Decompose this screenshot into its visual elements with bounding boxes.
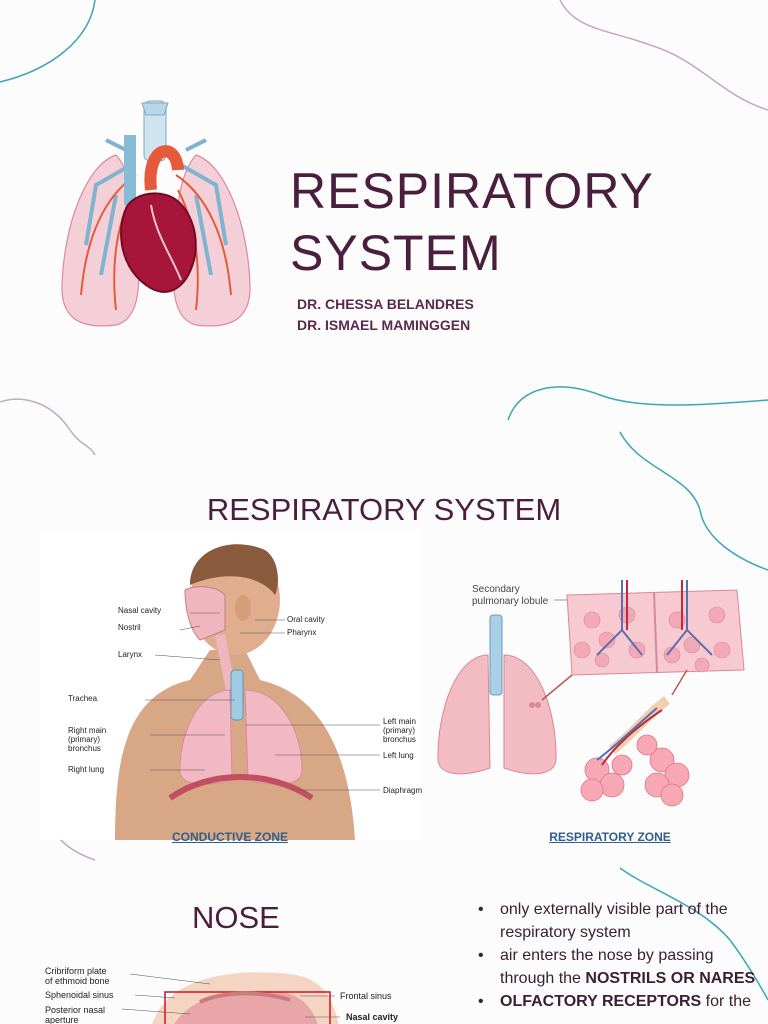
lobule-illustration — [437, 580, 745, 807]
nasal-illustration — [121, 972, 340, 1024]
label-posterior-nasal-aperture: Posterior nasal aperture — [45, 1005, 106, 1024]
label-trachea: Trachea — [68, 694, 98, 703]
respiratory-zone-caption[interactable]: RESPIRATORY ZONE — [549, 830, 671, 844]
authors: DR. CHESSA BELANDRES DR. ISMAEL MAMINGGE… — [297, 294, 474, 336]
label-nasal-cavity-nose: Nasal cavity — [346, 1012, 399, 1022]
label-nostril: Nostril — [118, 623, 141, 632]
conductive-zone-figure: Nasal cavity Nostril Larynx Trachea Righ… — [40, 530, 423, 840]
bullet-2: air enters the nose by passing through t… — [478, 944, 768, 990]
heart-lungs-illustration — [61, 100, 251, 327]
nose-title: NOSE — [192, 900, 280, 935]
torso-illustration — [115, 544, 380, 840]
label-oral-cavity: Oral cavity — [287, 615, 325, 624]
label-left-main-bronchus: Left main (primary) bronchus — [383, 717, 416, 744]
label-diaphragm: Diaphragm — [383, 786, 423, 795]
nose-figure: Cribriform plate of ethmoid bone Sphenoi… — [40, 962, 460, 1024]
bullet-3: OLFACTORY RECEPTORS for the — [478, 990, 768, 1013]
label-frontal-sinus: Frontal sinus — [340, 991, 392, 1001]
author-2: DR. ISMAEL MAMINGGEN — [297, 317, 471, 333]
section-title: RESPIRATORY SYSTEM — [206, 492, 562, 527]
label-sphenoidal-sinus: Sphenoidal sinus — [45, 990, 114, 1000]
page-title: RESPIRATORY SYSTEM — [290, 163, 653, 281]
label-pharynx: Pharynx — [287, 628, 317, 637]
label-cribriform-plate: Cribriform plate of ethmoid bone — [45, 966, 110, 986]
label-secondary-pulmonary-lobule: Secondary pulmonary lobule — [472, 584, 549, 607]
conductive-zone-caption[interactable]: CONDUCTIVE ZONE — [171, 830, 288, 844]
label-larynx: Larynx — [118, 650, 143, 659]
label-left-lung: Left lung — [383, 751, 414, 760]
respiratory-zone-figure: Secondary pulmonary lobule — [432, 560, 752, 820]
label-right-lung: Right lung — [68, 765, 105, 774]
label-nasal-cavity: Nasal cavity — [118, 606, 162, 615]
author-1: DR. CHESSA BELANDRES — [297, 296, 474, 312]
bullet-1: only externally visible part of the resp… — [478, 898, 768, 944]
label-right-main-bronchus: Right main (primary) bronchus — [68, 726, 107, 753]
nose-bullet-list: only externally visible part of the resp… — [478, 898, 768, 1013]
